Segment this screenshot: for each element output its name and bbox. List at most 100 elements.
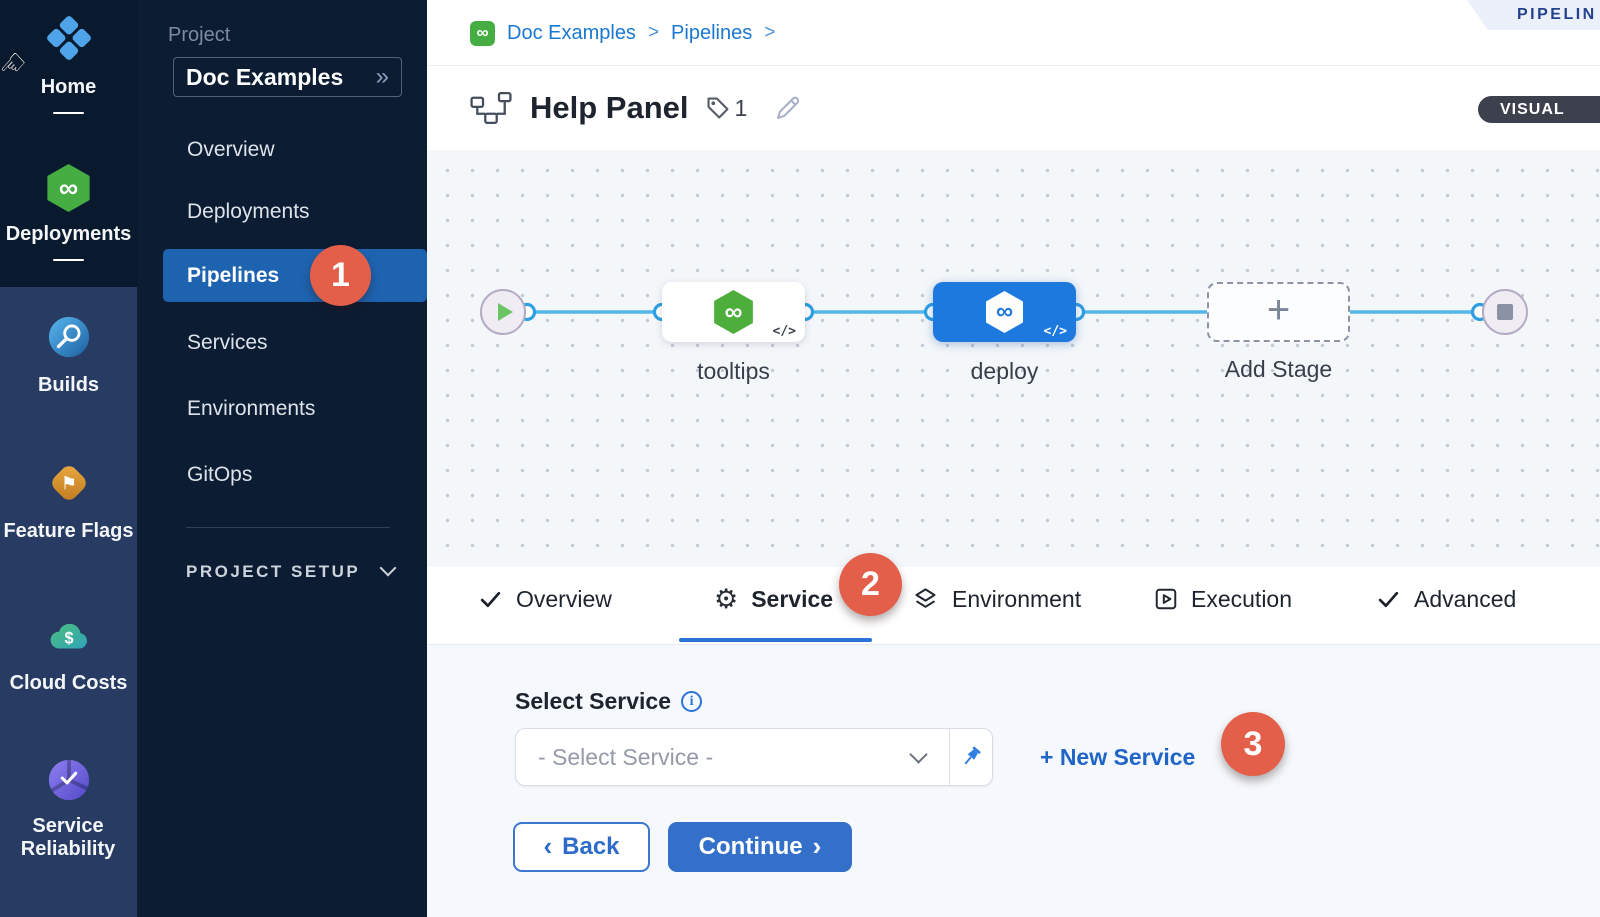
sidebar-item-label: Builds xyxy=(37,374,100,396)
tab-environment[interactable]: Environment xyxy=(912,567,1081,631)
sidebar-item-deployments-nav[interactable]: Deployments xyxy=(137,187,427,237)
project-name: Doc Examples xyxy=(186,63,344,90)
new-service-link[interactable]: + New Service xyxy=(1040,732,1195,782)
callout-badge-3: 3 xyxy=(1221,712,1285,776)
project-section-label: Project xyxy=(168,24,231,46)
callout-number: 1 xyxy=(331,256,350,294)
select-service-dropdown[interactable]: - Select Service - xyxy=(515,728,993,786)
new-service-label: + New Service xyxy=(1040,743,1196,770)
main-content: ∞ Doc Examples > Pipelines > PIPELIN Hel… xyxy=(427,0,1600,917)
select-service-label: Select Service xyxy=(515,688,672,714)
stage-node-deploy-selected[interactable]: ∞ </> xyxy=(933,282,1076,342)
sidebar-item-deployments[interactable]: ∞ Deployments xyxy=(0,164,137,246)
sidebar-item-feature-flags[interactable]: ⚑ Feature Flags xyxy=(0,460,137,543)
tab-label: Service xyxy=(751,585,834,612)
tab-label: Execution xyxy=(1191,585,1293,612)
service-reliability-icon xyxy=(48,759,89,801)
back-button[interactable]: ‹ Back xyxy=(513,822,650,872)
service-tab-panel: Select Service i - Select Service - + Ne… xyxy=(427,645,1600,917)
play-square-icon xyxy=(1155,588,1177,610)
add-stage-label: Add Stage xyxy=(1224,356,1333,382)
sidebar-item-gitops[interactable]: GitOps xyxy=(137,450,427,500)
project-setup-section[interactable]: PROJECT SETUP xyxy=(186,559,397,582)
check-icon xyxy=(1378,591,1399,607)
sidebar-divider xyxy=(186,527,390,528)
plus-icon: + xyxy=(1266,288,1291,332)
stage-tab-bar: Overview ⚙ Service Environment Execution… xyxy=(427,567,1600,645)
info-icon[interactable]: i xyxy=(681,691,703,712)
page-title: Help Panel xyxy=(530,90,689,125)
nav-item-label: Services xyxy=(187,331,268,354)
tag-count: 1 xyxy=(734,94,748,121)
sidebar-item-home[interactable]: Home xyxy=(0,14,137,99)
deployments-active-underline xyxy=(53,259,84,261)
tab-label: Advanced xyxy=(1414,585,1517,612)
breadcrumb: ∞ Doc Examples > Pipelines > xyxy=(470,0,775,66)
stage-node-tooltips[interactable]: ∞ </> xyxy=(662,282,805,342)
harness-stage-icon: ∞ xyxy=(986,291,1023,333)
tag-icon[interactable] xyxy=(705,95,731,121)
play-icon xyxy=(497,303,513,321)
active-tab-underline xyxy=(679,638,872,642)
breadcrumb-bar: ∞ Doc Examples > Pipelines > xyxy=(427,0,1600,66)
visual-yaml-toggle[interactable]: VISUAL xyxy=(1478,96,1600,123)
tab-overview[interactable]: Overview xyxy=(478,567,612,631)
nav-item-label: GitOps xyxy=(187,463,253,486)
sidebar-item-services[interactable]: Services xyxy=(137,318,427,368)
cloud-costs-icon: $ xyxy=(50,623,87,649)
code-badge-icon: </> xyxy=(772,324,796,339)
add-stage-button[interactable]: + xyxy=(1207,282,1350,342)
sidebar-item-pipelines[interactable]: Pipelines xyxy=(163,249,427,302)
project-selector[interactable]: Doc Examples » xyxy=(173,57,402,97)
chevron-down-icon xyxy=(909,745,928,764)
chevron-down-icon xyxy=(379,559,397,577)
sidebar-item-overview[interactable]: Overview xyxy=(137,125,427,175)
sidebar-item-builds[interactable]: Builds xyxy=(0,314,137,397)
home-active-underline xyxy=(53,112,84,114)
harness-logo-icon: ∞ xyxy=(470,20,495,46)
sidebar-item-cloud-costs[interactable]: $ Cloud Costs xyxy=(0,614,137,695)
project-sidebar: Project Doc Examples » Overview Deployme… xyxy=(137,0,427,917)
sidebar-item-service-reliability[interactable]: Service Reliability xyxy=(0,757,137,861)
pin-button[interactable] xyxy=(949,729,992,785)
double-chevron-icon: » xyxy=(375,63,389,90)
breadcrumb-link-pipelines[interactable]: Pipelines xyxy=(671,21,753,44)
gear-icon: ⚙ xyxy=(714,583,739,614)
continue-button[interactable]: Continue › xyxy=(668,822,852,872)
module-rail: ☜ Home ∞ Deployments Builds ⚑ xyxy=(0,0,137,917)
edit-pencil-icon[interactable] xyxy=(773,93,803,123)
feature-flags-icon: ⚑ xyxy=(51,466,86,500)
sidebar-item-label: Deployments xyxy=(5,223,132,245)
tab-service[interactable]: ⚙ Service xyxy=(714,567,833,631)
nav-item-label: Overview xyxy=(187,138,275,161)
pipeline-canvas[interactable]: ∞ </> tooltips ∞ </> deploy + Add Stage xyxy=(427,150,1600,567)
svg-text:$: $ xyxy=(64,630,73,648)
breadcrumb-separator: > xyxy=(647,22,660,43)
tab-label: Overview xyxy=(516,585,612,612)
tab-label: Environment xyxy=(952,585,1082,612)
callout-badge-1: 1 xyxy=(310,245,371,306)
breadcrumb-separator: > xyxy=(764,22,776,43)
breadcrumb-link-project[interactable]: Doc Examples xyxy=(507,21,636,44)
title-bar: Help Panel 1 xyxy=(427,66,1600,150)
nav-item-label: Deployments xyxy=(187,200,310,223)
continue-button-label: Continue xyxy=(698,833,803,860)
stop-icon xyxy=(1497,304,1513,320)
sidebar-item-label: Service Reliability xyxy=(20,815,116,860)
harness-stage-icon: ∞ xyxy=(714,290,753,334)
ribbon-label: PIPELIN xyxy=(1517,6,1597,23)
deployments-icon: ∞ xyxy=(47,164,90,212)
sidebar-item-environments[interactable]: Environments xyxy=(137,384,427,434)
layers-icon xyxy=(915,587,936,608)
dropdown-placeholder: - Select Service - xyxy=(538,743,714,770)
sidebar-item-label: Cloud Costs xyxy=(9,672,128,694)
pin-icon xyxy=(964,746,981,765)
callout-number: 3 xyxy=(1243,724,1263,763)
tab-advanced[interactable]: Advanced xyxy=(1376,567,1516,631)
tab-execution[interactable]: Execution xyxy=(1154,567,1292,631)
back-button-label: Back xyxy=(562,833,620,860)
builds-icon xyxy=(48,316,89,358)
stage-label-deploy: deploy xyxy=(970,358,1039,384)
sidebar-item-label: Home xyxy=(40,76,97,98)
callout-badge-2: 2 xyxy=(839,553,902,616)
